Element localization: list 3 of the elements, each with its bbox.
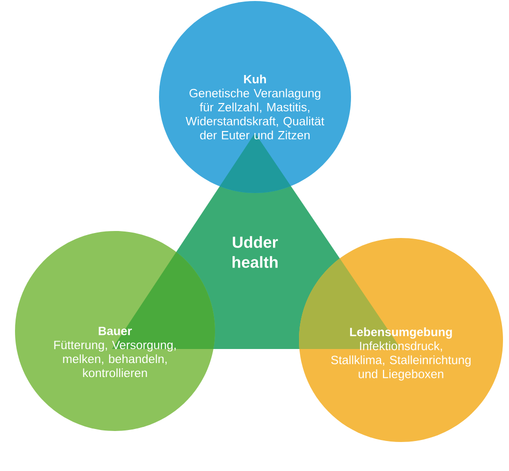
node-label: Kuh <box>244 74 266 84</box>
node-label: melken, behandeln, kontrollieren <box>63 354 167 378</box>
node-label: Stallklima, Stalleinrichtung und Liegeboxen <box>331 355 471 381</box>
